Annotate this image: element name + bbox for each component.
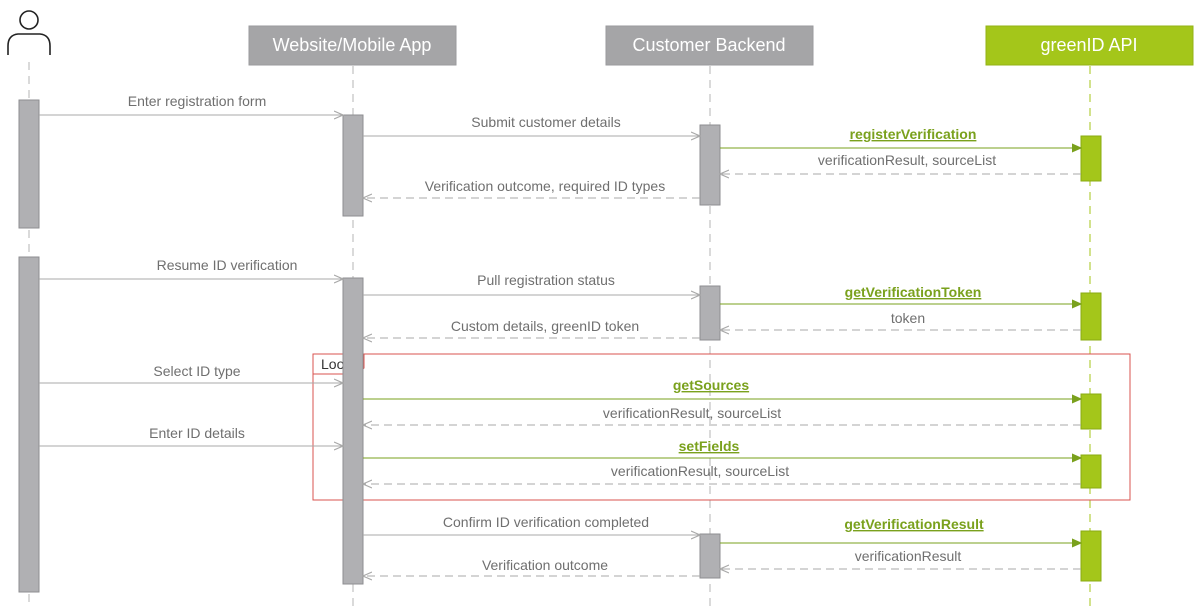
activation-api-3 [1080,393,1102,430]
msg-enter-id-details: Enter ID details [149,425,245,441]
activation-user-2 [18,256,40,593]
activation-api-4 [1080,454,1102,489]
participant-backend-label: Customer Backend [632,35,785,55]
activation-api-1 [1080,135,1102,182]
msg-token: token [891,310,925,326]
participant-app-box [248,25,457,66]
participant-api-label: greenID API [1040,35,1137,55]
user-icon [7,10,51,55]
msg-pull-registration-status: Pull registration status [477,272,615,288]
msg-verification-result-2: verificationResult, sourceList [603,405,781,421]
activation-backend-1 [699,124,721,206]
msg-enter-registration-form: Enter registration form [128,93,267,109]
msg-verification-outcome-types: Verification outcome, required ID types [425,178,665,194]
msg-set-fields: setFields [679,438,740,454]
msg-get-verification-result: getVerificationResult [844,516,984,532]
participant-backend-box [605,25,814,66]
msg-submit-customer-details: Submit customer details [471,114,620,130]
activation-app-2 [342,277,364,585]
msg-select-id-type: Select ID type [153,363,240,379]
participant-app-label: Website/Mobile App [273,35,432,55]
msg-get-verification-token: getVerificationToken [845,284,982,300]
activation-app-1 [342,114,364,217]
activation-backend-2 [699,285,721,341]
msg-verification-result-1: verificationResult, sourceList [818,152,996,168]
msg-verification-result-4: verificationResult [855,548,962,564]
activation-backend-3 [699,533,721,579]
msg-register-verification: registerVerification [850,126,977,142]
activation-api-5 [1080,530,1102,582]
msg-resume-id-verification: Resume ID verification [157,257,298,273]
participant-api-box [985,25,1194,66]
activation-api-2 [1080,292,1102,341]
msg-verification-result-3: verificationResult, sourceList [611,463,789,479]
msg-custom-details-token: Custom details, greenID token [451,318,639,334]
msg-confirm-id-verification: Confirm ID verification completed [443,514,649,530]
msg-verification-outcome: Verification outcome [482,557,608,573]
msg-get-sources: getSources [673,377,749,393]
loop-frame [312,353,1131,501]
activation-user-1 [18,99,40,229]
